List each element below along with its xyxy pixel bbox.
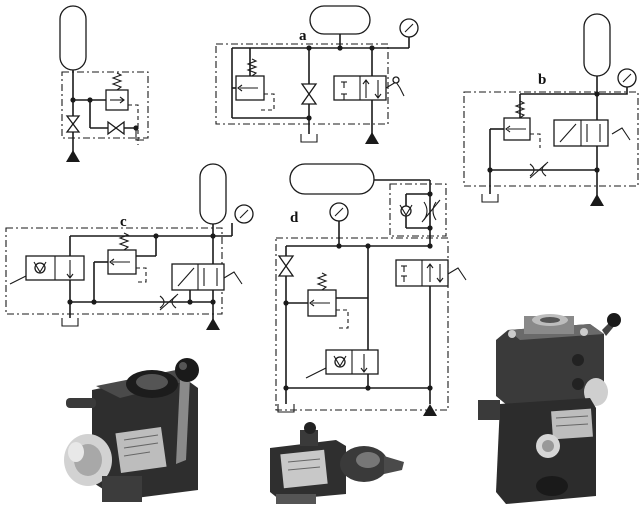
- accumulator-icon: [59, 5, 87, 71]
- pressure-source-icon: [206, 318, 220, 330]
- circuit-b: b: [463, 13, 639, 206]
- label-a: a: [299, 28, 307, 44]
- shutoff-valve-icon: [300, 83, 318, 96]
- circuit-c: c: [5, 163, 254, 330]
- photo-valve-left: [64, 358, 199, 502]
- circuit-d: d: [275, 163, 467, 416]
- accumulator-icon: [309, 5, 371, 35]
- tank-icon: [61, 318, 79, 327]
- accumulator-icon: [289, 163, 375, 195]
- tank-icon: [277, 404, 295, 413]
- photo-valve-right: [478, 313, 621, 504]
- circuit-d-boundary: [275, 237, 449, 411]
- tank-icon: [300, 134, 318, 143]
- accumulator-icon: [583, 13, 611, 77]
- circuit-d-upper-boundary: [389, 183, 447, 237]
- pressure-source-icon: [365, 132, 379, 144]
- circuit-a-boundary: [215, 43, 389, 125]
- label-d: d: [290, 210, 299, 226]
- circuit-plain-boundary: [61, 71, 149, 139]
- shutoff-valve-icon: [277, 255, 295, 268]
- label-b: b: [538, 72, 546, 88]
- label-c: c: [120, 214, 127, 230]
- circuit-plain: [59, 5, 149, 162]
- pressure-source-icon: [66, 150, 80, 162]
- pressure-source-icon: [590, 194, 604, 206]
- photo-valve-center: [270, 422, 404, 504]
- accumulator-icon: [199, 163, 227, 225]
- shutoff-valve-icon: [65, 115, 81, 126]
- circuit-a: a: [215, 5, 419, 144]
- tank-icon: [481, 194, 499, 203]
- pressure-source-icon: [423, 404, 437, 416]
- circuit-b-boundary: [463, 91, 639, 187]
